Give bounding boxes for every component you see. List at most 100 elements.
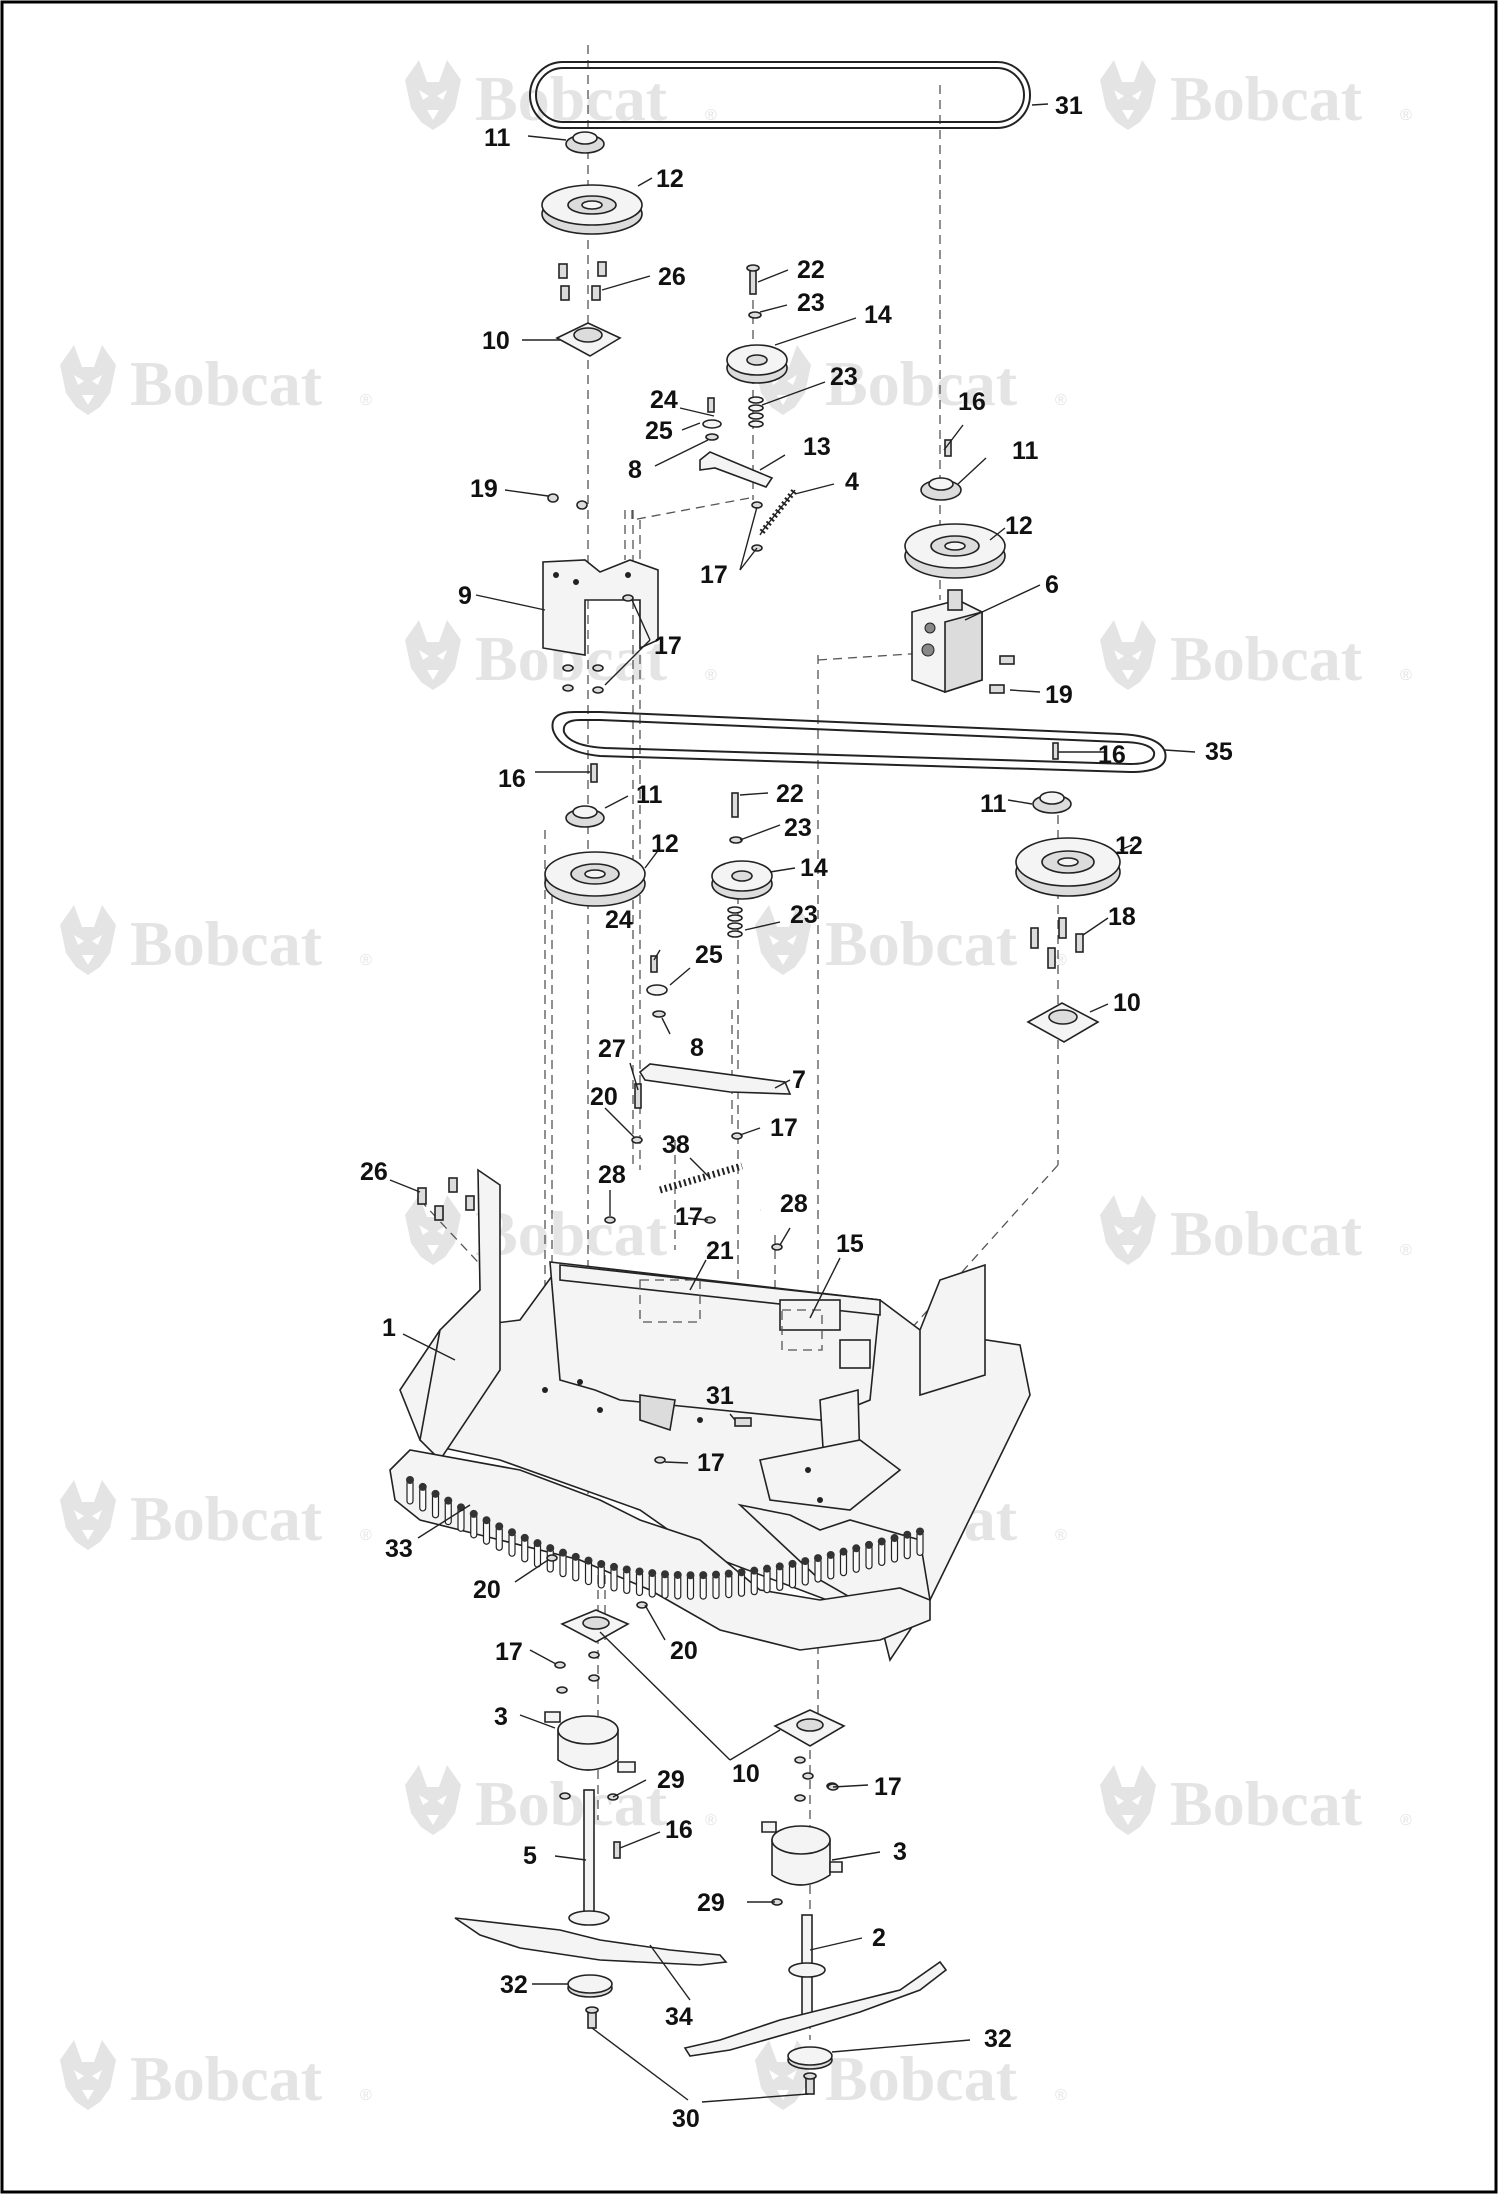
watermark-text: Bobcat <box>130 2043 323 2114</box>
nut-17-deck <box>654 1456 666 1464</box>
chain-link-pin <box>788 1559 797 1568</box>
callout-27: 27 <box>598 1035 626 1063</box>
bobcat-watermark: Bobcat® <box>405 1765 717 1839</box>
chain-link-pin <box>750 1566 759 1575</box>
deflector-chain-33 <box>389 1449 931 1651</box>
callout-30: 30 <box>672 2105 700 2133</box>
watermark-registered-mark: ® <box>1055 392 1067 409</box>
bobcat-head-icon <box>1100 620 1156 690</box>
spindle-housing-3-left <box>544 1711 636 1773</box>
chain-link-pin <box>469 1509 478 1518</box>
chain-link-pin <box>635 1567 644 1576</box>
callout-7: 7 <box>792 1066 806 1094</box>
watermark-registered-mark: ® <box>705 107 717 124</box>
callout-16-belt: 16 <box>1098 741 1126 769</box>
bobcat-watermark: Bobcat® <box>60 2040 372 2114</box>
nut-17-bracket-e <box>562 684 574 692</box>
chain-link-pin <box>673 1570 682 1579</box>
bobcat-watermark: Bobcat® <box>1100 1195 1412 1269</box>
callout-15: 15 <box>836 1230 864 1258</box>
bobcat-head-icon <box>1100 1195 1156 1265</box>
chain-link-pin <box>648 1569 657 1578</box>
nut-17-middle-upper <box>731 1132 743 1140</box>
callout-11-middle-left: 11 <box>636 781 663 809</box>
bolts-26-upper <box>558 261 607 301</box>
nut-17-lower-left-c <box>588 1674 600 1682</box>
bolts-26-lower <box>417 1177 475 1221</box>
spacers-23-upper <box>748 396 764 428</box>
pulley-12-upper-right <box>904 523 1006 579</box>
watermark-registered-mark: ® <box>360 1527 372 1544</box>
bolt-24-middle <box>650 955 658 973</box>
mount-bracket-9 <box>542 559 659 656</box>
callout-17-bracket: 17 <box>654 632 682 660</box>
watermark-registered-mark: ® <box>1055 952 1067 969</box>
callout-29-left: 29 <box>657 1766 685 1794</box>
callout-24-middle: 24 <box>605 906 633 934</box>
chain-link-pin <box>571 1552 580 1561</box>
idler-pulley-14-middle <box>711 860 773 900</box>
bobcat-watermark: Bobcat® <box>1100 1765 1412 1839</box>
callout-20-deck-left: 20 <box>473 1576 501 1604</box>
callout-16-upper-right: 16 <box>958 388 986 416</box>
callout-32-right: 32 <box>984 2025 1012 2053</box>
blade-34-left <box>454 1917 728 1966</box>
callout-12-middle-left: 12 <box>651 830 679 858</box>
callout-3-right: 3 <box>893 1838 907 1866</box>
pulley-12-upper-left <box>541 184 643 235</box>
washer-23-middle <box>729 836 743 844</box>
idler-arm-13 <box>699 451 774 488</box>
bobcat-head-icon <box>60 1480 116 1550</box>
watermark-registered-mark: ® <box>1055 2087 1067 2104</box>
callout-21: 21 <box>706 1237 734 1265</box>
chain-link-pin <box>903 1530 912 1539</box>
washer-32-right <box>787 2046 833 2070</box>
watermark-text: Bobcat <box>1170 63 1363 134</box>
nut-8-middle <box>652 1010 666 1018</box>
washer-32-left <box>567 1974 613 1998</box>
nut-17-bracket-c <box>562 664 574 672</box>
bobcat-head-icon <box>60 345 116 415</box>
chain-link-pin <box>763 1564 771 1573</box>
chain-link-pin <box>724 1569 733 1578</box>
chain-link-pin <box>406 1476 414 1484</box>
nut-20-deck-right <box>636 1601 648 1609</box>
callout-19-gearbox: 19 <box>1045 681 1073 709</box>
chain-link-pin <box>418 1482 427 1491</box>
callout-20-middle: 20 <box>590 1083 618 1111</box>
callout-8-upper: 8 <box>628 456 642 484</box>
chain-link-pin <box>916 1527 924 1536</box>
callout-20-deck-right: 20 <box>670 1637 698 1665</box>
chain-link-pin <box>482 1516 491 1525</box>
bobcat-watermark: Bobcat® <box>1100 60 1412 134</box>
bolt-30-right <box>803 2072 817 2095</box>
callout-8-middle: 8 <box>690 1034 704 1062</box>
chain-link-pin <box>712 1570 720 1579</box>
bobcat-watermark: Bobcat® <box>755 905 1067 979</box>
bolt-24-upper <box>707 397 715 413</box>
bolt-19-gearbox-b <box>989 684 1005 694</box>
callout-28-right: 28 <box>780 1190 808 1218</box>
bobcat-watermark: Bobcat® <box>405 1195 717 1269</box>
callout-33: 33 <box>385 1535 413 1563</box>
callout-6: 6 <box>1045 571 1059 599</box>
leader-lines <box>389 103 1196 2103</box>
bobcat-head-icon <box>1100 1765 1156 1835</box>
chain-link-pin <box>597 1559 606 1568</box>
callout-3-left: 3 <box>494 1703 508 1731</box>
callout-25-middle: 25 <box>695 941 723 969</box>
watermark-text: Bobcat <box>130 348 323 419</box>
chain-link-pin <box>508 1528 516 1537</box>
callout-17-middle-a: 17 <box>770 1114 798 1142</box>
callout-17-middle-b: 17 <box>675 1203 703 1231</box>
callout-26-lower: 26 <box>360 1158 388 1186</box>
watermark-text: Bobcat <box>1170 1198 1363 1269</box>
chain-link-pin <box>839 1547 848 1556</box>
callout-labels: 31 11 12 26 10 22 23 14 23 24 25 13 8 4 … <box>360 92 1233 2133</box>
bobcat-head-icon <box>1100 60 1156 130</box>
bearing-10-lower-right <box>773 1709 846 1747</box>
watermark-registered-mark: ® <box>705 667 717 684</box>
callout-14-upper: 14 <box>864 301 892 329</box>
chain-link-pin <box>686 1571 695 1580</box>
